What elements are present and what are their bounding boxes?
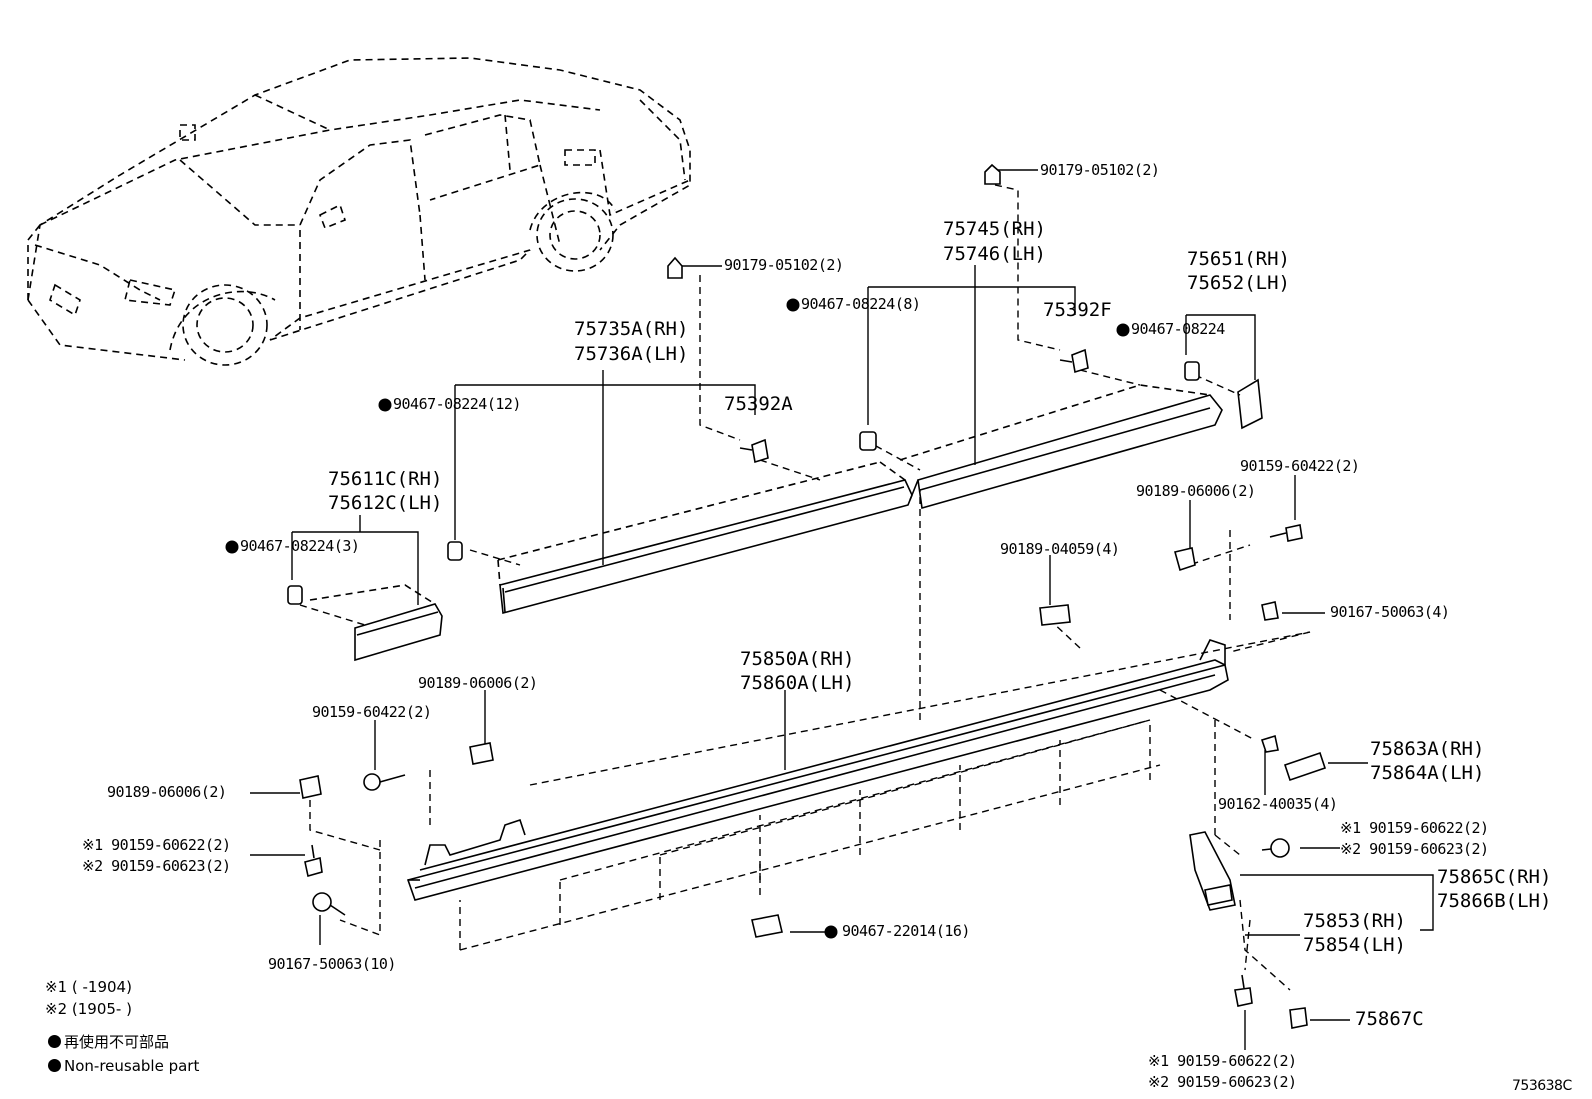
rear-door-moulding [899,384,1223,510]
bullet-icon [48,1059,61,1072]
label-nut-rear: 90189-06006(2) [1136,482,1256,500]
rear-end-piece [1237,378,1263,430]
front-door-moulding [497,461,913,615]
nonreusable-dots [225,298,1130,939]
clip-leader-dashes [299,184,1241,895]
label-fender-moulding-lh: 75612C(LH) [328,492,443,514]
legend-nonreusable-en: Non-reusable part [48,1058,199,1075]
label-clip-lower: 90467-22014(16) [842,922,970,940]
label-bolt-front-lower: 90167-50063(10) [268,955,396,973]
leader-lines [250,169,1434,1050]
label-fender-moulding-rh: 75611C(RH) [328,468,443,490]
label-cap-rh: 75863A(RH) [1370,738,1485,760]
label-bolt-bottom-1: ※1 90159-60622(2) [1148,1052,1297,1070]
label-nut-front-upper: 90189-06006(2) [418,674,538,692]
label-bracket-lh: 75866B(LH) [1437,890,1552,912]
legend-nonreusable-jp-text: 再使用不可部品 [64,1033,170,1051]
label-pin: 75867C [1355,1008,1424,1030]
rocker-panel [406,639,1229,901]
label-bolt-bottom-2: ※2 90159-60623(2) [1148,1073,1297,1091]
label-bolt-rear-r2: ※2 90159-60623(2) [1340,840,1489,858]
label-screw-rear-cap: 90162-40035(4) [1218,795,1338,813]
label-stay-rh: 75853(RH) [1303,910,1406,932]
label-clip-top-rear: 90179-05102(2) [1040,161,1160,179]
fasteners [287,163,1327,1029]
label-bolt-front-1: ※1 90159-60622(2) [82,836,231,854]
label-moulding-front-door-rh: 75735A(RH) [574,318,689,340]
label-stay-lh: 75854(LH) [1303,934,1406,956]
label-75392a: 75392A [724,393,793,415]
label-screw-front: 90159-60422(2) [312,703,432,721]
car-illustration [27,57,691,361]
label-moulding-rear-door-rh: 75745(RH) [943,218,1046,240]
label-cap-lh: 75864A(LH) [1370,762,1485,784]
label-bolt-rear: 90167-50063(4) [1330,603,1450,621]
construction-lines [309,490,1311,991]
legend-note-2: ※2 (1905- ) [45,1000,132,1018]
label-moulding-rear-door-lh: 75746(LH) [943,243,1046,265]
label-bolt-front-2: ※2 90159-60623(2) [82,857,231,875]
label-screw-rear-top: 90159-60422(2) [1240,457,1360,475]
label-clip-fender: 90467-08224(3) [240,537,360,555]
label-nut-mid: 90189-04059(4) [1000,540,1120,558]
legend-note-1: ※1 ( -1904) [45,978,132,996]
legend-nonreusable-en-text: Non-reusable part [64,1057,200,1075]
diagram-id: 753638C [1512,1078,1572,1094]
label-bolt-rear-r1: ※1 90159-60622(2) [1340,819,1489,837]
legend-nonreusable-jp: 再使用不可部品 [48,1034,169,1051]
fender-moulding [309,584,443,662]
label-moulding-front-door-lh: 75736A(LH) [574,343,689,365]
label-clip-rear-door: 90467-08224(8) [801,295,921,313]
label-clip-rear-end: 90467-08224 [1131,320,1225,338]
label-75392f: 75392F [1043,299,1112,321]
label-clip-top-front: 90179-05102(2) [724,256,844,274]
label-clip-front-door: 90467-08224(12) [393,395,521,413]
label-nut-front: 90189-06006(2) [107,783,227,801]
label-rocker-rh: 75850A(RH) [740,648,855,670]
label-rear-end-rh: 75651(RH) [1187,248,1290,270]
car-wheels [169,191,616,366]
bullet-icon [48,1035,61,1048]
label-rocker-lh: 75860A(LH) [740,672,855,694]
label-bracket-rh: 75865C(RH) [1437,866,1552,888]
label-rear-end-lh: 75652(LH) [1187,272,1290,294]
